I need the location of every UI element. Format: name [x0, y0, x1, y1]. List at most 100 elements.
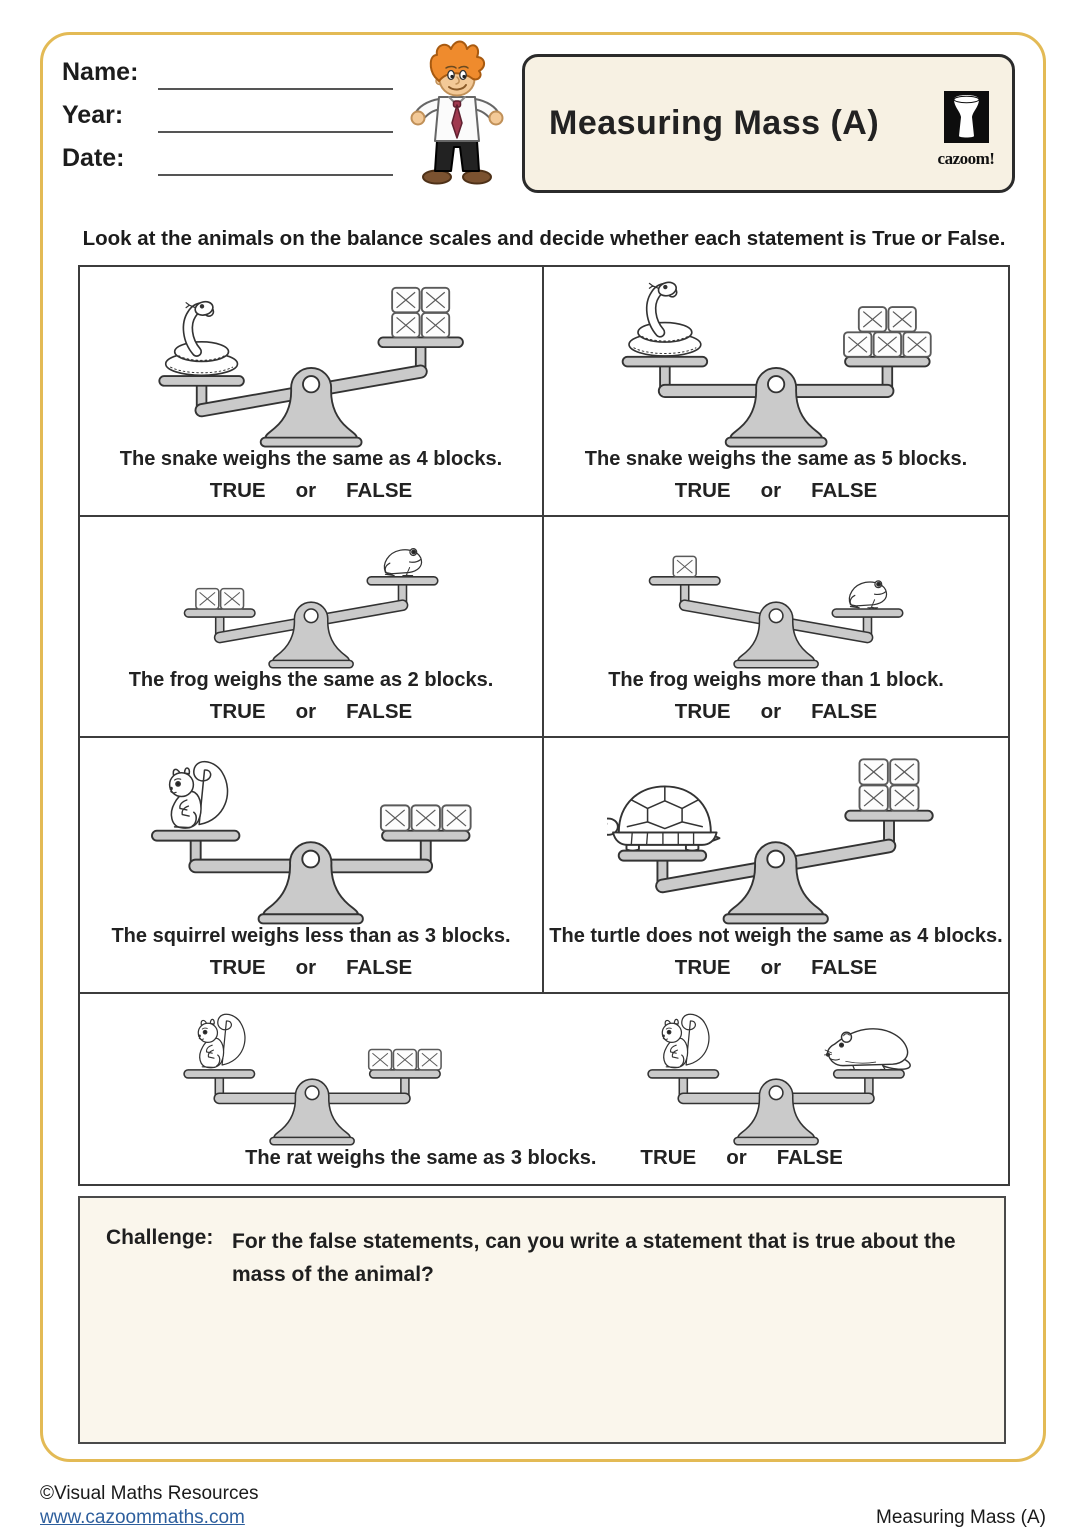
block-weight: [672, 555, 697, 578]
statement-text: The snake weighs the same as 4 blocks.: [119, 448, 503, 470]
frog-illustration: [848, 580, 888, 610]
option-or: or: [295, 956, 317, 979]
option-false: FALSE: [346, 956, 413, 979]
final-statement-line: The rat weighs the same as 3 blocks. TRUE…: [245, 1146, 843, 1170]
block-weight: [889, 784, 920, 812]
questions-grid: The snake weighs the same as 4 blocks. TR…: [78, 265, 1010, 1186]
name-field-label: Name:: [62, 58, 139, 86]
question-cell: The snake weighs the same as 4 blocks. TR…: [80, 267, 544, 517]
option-or: or: [760, 956, 782, 979]
block-weight: [889, 758, 920, 786]
page-border: [40, 32, 1046, 1462]
challenge-label: Challenge:: [106, 1226, 214, 1249]
block-weight: [367, 1048, 393, 1071]
footer-copyright: ©Visual Maths Resources: [40, 1483, 259, 1504]
block-weight: [858, 758, 890, 786]
date-field-label: Date:: [62, 144, 125, 172]
squirrel-illustration: [661, 1013, 710, 1069]
option-or: or: [760, 700, 782, 723]
option-true: TRUE: [674, 700, 731, 723]
balance-scale-figure: [158, 286, 464, 448]
statement-text: The frog weighs more than 1 block.: [608, 669, 944, 691]
date-field-line: [158, 174, 393, 176]
cartoon-character-illustration: [410, 40, 504, 185]
option-or: or: [760, 479, 782, 502]
option-or: or: [295, 700, 317, 723]
double-scale-row: [80, 1000, 1008, 1146]
challenge-text: For the false statements, can you write …: [232, 1230, 956, 1286]
balance-scale-figure: [648, 555, 904, 669]
block-weight: [887, 306, 917, 333]
option-or: or: [726, 1146, 747, 1169]
rat-illustration: [823, 1028, 911, 1071]
statement-text: The snake weighs the same as 5 blocks.: [584, 448, 968, 470]
statement-text: The turtle does not weigh the same as 4 …: [549, 925, 1003, 947]
block-weight: [380, 804, 411, 832]
statement-text: The squirrel weighs less than as 3 block…: [111, 925, 511, 947]
balance-scale-figure: [607, 758, 934, 925]
page-title: Measuring Mass (A): [549, 104, 880, 142]
option-false: FALSE: [346, 700, 413, 723]
block-weight: [392, 1048, 418, 1071]
frog-illustration: [383, 548, 423, 578]
question-cell: The snake weighs the same as 5 blocks. TR…: [544, 267, 1008, 517]
balance-scale-figure: [183, 1013, 442, 1146]
block-weight: [195, 587, 220, 610]
option-true: TRUE: [209, 700, 266, 723]
statement-text: The rat weighs the same as 3 blocks.: [245, 1147, 597, 1169]
block-weight: [391, 286, 421, 314]
drum-icon: [943, 91, 989, 143]
balance-scale-figure: [647, 1013, 911, 1146]
block-weight: [219, 587, 245, 610]
name-field-line: [158, 88, 393, 90]
challenge-box: Challenge: For the false statements, can…: [78, 1196, 1006, 1444]
year-field-label: Year:: [62, 101, 124, 129]
question-cell: The squirrel weighs less than as 3 block…: [80, 738, 544, 994]
year-field-line: [158, 131, 393, 133]
block-weight: [410, 804, 442, 832]
true-false-options: TRUE or FALSE: [210, 479, 412, 503]
true-false-options: TRUE or FALSE: [640, 1146, 842, 1170]
option-true: TRUE: [640, 1146, 697, 1169]
cazoom-logo: cazoom!: [933, 91, 999, 169]
block-weight: [858, 784, 890, 812]
snake-illustration: [164, 300, 239, 377]
block-weight: [857, 306, 888, 333]
brand-text: cazoom!: [937, 149, 995, 168]
option-false: FALSE: [776, 1146, 843, 1169]
footer-website-link[interactable]: www.cazoommaths.com: [40, 1507, 245, 1528]
question-cell: The frog weighs more than 1 block. TRUE or…: [544, 517, 1008, 738]
title-box: Measuring Mass (A) cazoom!: [522, 54, 1015, 193]
true-false-options: TRUE or FALSE: [675, 700, 877, 724]
option-true: TRUE: [209, 479, 266, 502]
question-cell-wide: The rat weighs the same as 3 blocks. TRUE…: [80, 994, 1008, 1184]
squirrel-illustration: [169, 760, 229, 829]
question-cell: The frog weighs the same as 2 blocks. TRU…: [80, 517, 544, 738]
true-false-options: TRUE or FALSE: [675, 479, 877, 503]
block-weight: [441, 804, 472, 832]
option-false: FALSE: [346, 479, 413, 502]
true-false-options: TRUE or FALSE: [210, 956, 412, 980]
option-true: TRUE: [674, 479, 731, 502]
option-false: FALSE: [811, 700, 878, 723]
block-weight: [391, 312, 421, 339]
block-weight: [417, 1048, 442, 1071]
block-weight: [420, 286, 451, 314]
option-false: FALSE: [811, 479, 878, 502]
snake-illustration: [628, 281, 702, 357]
true-false-options: TRUE or FALSE: [210, 700, 412, 724]
instruction-text: Look at the animals on the balance scale…: [82, 227, 1006, 250]
squirrel-illustration: [197, 1013, 246, 1069]
block-weight: [420, 312, 451, 339]
question-cell: The turtle does not weigh the same as 4 …: [544, 738, 1008, 994]
footer-doc-title: Measuring Mass (A): [876, 1507, 1046, 1528]
option-false: FALSE: [811, 956, 878, 979]
balance-scale-figure: [621, 281, 932, 448]
option-or: or: [295, 479, 317, 502]
balance-scale-figure: [151, 760, 472, 925]
block-weight: [842, 331, 873, 358]
option-true: TRUE: [209, 956, 266, 979]
statement-text: The frog weighs the same as 2 blocks.: [128, 669, 494, 691]
